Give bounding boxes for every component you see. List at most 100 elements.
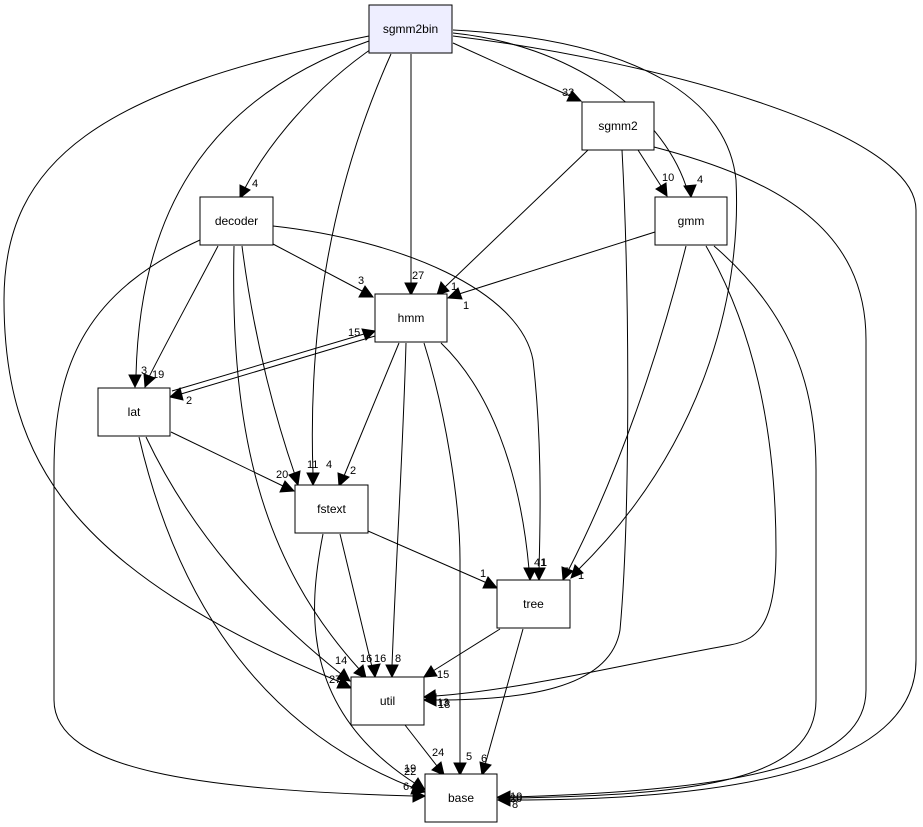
node-util[interactable]: util (350, 676, 425, 726)
edge-label: 19 (404, 763, 416, 775)
edge-sgmm2-base[interactable]: 8 (496, 146, 867, 811)
edge-gmm-util[interactable]: 18 (422, 245, 777, 711)
edge-sgmm2bin-fstext[interactable]: 4 (306, 53, 392, 487)
edge-decoder-util[interactable]: 14 (233, 245, 367, 679)
node-label: decoder (215, 214, 258, 228)
edge-label: 33 (562, 87, 574, 99)
edge-label: 4 (252, 178, 258, 190)
edge-label: 10 (662, 172, 674, 184)
edge-label: 6 (403, 781, 409, 793)
edge-hmm-util[interactable]: 8 (385, 342, 407, 679)
edge-label: 8 (512, 799, 518, 811)
edge-label: 20 (276, 469, 288, 481)
edge-label: 19 (152, 369, 164, 381)
node-label: util (380, 694, 395, 708)
edge-label: 2 (350, 465, 356, 477)
node-label: base (448, 791, 474, 805)
edge-gmm-base[interactable]: 10 (496, 245, 817, 805)
edge-tree-util[interactable]: 15 (423, 628, 501, 681)
edge-util-base[interactable]: 24 (404, 724, 445, 776)
edge-fstext-base[interactable]: 19 (314, 533, 426, 791)
node-box (294, 484, 369, 534)
edge-sgmm2bin-sgmm2[interactable]: 33 (452, 42, 583, 102)
edge-label: 4 (697, 174, 703, 186)
node-box (374, 293, 448, 343)
edge-label: 4 (326, 459, 332, 471)
node-box (199, 196, 274, 246)
edge-label: 5 (563, 566, 569, 578)
edge-label: 27 (412, 270, 424, 282)
edge-label: 24 (432, 747, 444, 759)
edge-label: 20 (510, 793, 522, 805)
node-box (654, 196, 728, 246)
node-box (496, 579, 571, 629)
edge-sgmm2bin-decoder[interactable]: 4 (239, 44, 378, 200)
edge-sgmm2-hmm[interactable]: 1 (436, 149, 589, 296)
edge-label: 1 (480, 568, 486, 580)
edge-decoder-hmm[interactable]: 3 (272, 243, 374, 298)
node-label: tree (523, 597, 544, 611)
edge-fstext-tree[interactable]: 1 (367, 530, 499, 589)
edge-label: 8 (395, 653, 401, 665)
edge-label: 14 (335, 655, 347, 667)
edge-sgmm2bin-base[interactable]: 20 (452, 35, 917, 807)
edge-label: 41 (534, 557, 546, 569)
edge-hmm-base[interactable]: 5 (423, 342, 472, 777)
edge-label: 3 (358, 275, 364, 287)
edge-hmm-tree[interactable]: 41 (440, 342, 546, 582)
edge-sgmm2-gmm[interactable]: 10 (637, 149, 674, 197)
node-label: gmm (678, 214, 705, 228)
edge-label: 15 (437, 669, 449, 681)
edge-label: 1 (463, 300, 469, 312)
node-sgmm2bin[interactable]: sgmm2bin (368, 4, 453, 54)
edge-label: 1 (451, 281, 457, 293)
edge-decoder-fstext[interactable]: 11 (241, 245, 318, 487)
edge-sgmm2bin-hmm[interactable]: 27 (404, 54, 424, 297)
node-tree[interactable]: tree (496, 579, 571, 629)
edge-label: 3 (141, 365, 147, 377)
edge-lat-util[interactable]: 16 (145, 436, 386, 682)
edge-label: 6 (481, 753, 487, 765)
edge-label: 13 (437, 697, 449, 709)
node-box (424, 773, 498, 823)
node-gmm[interactable]: gmm (654, 196, 728, 246)
node-decoder[interactable]: decoder (199, 196, 274, 246)
node-fstext[interactable]: fstext (294, 484, 369, 534)
node-hmm[interactable]: hmm (374, 293, 448, 343)
edge-decoder-tree[interactable]: 1 (272, 225, 547, 582)
node-sgmm2[interactable]: sgmm2 (581, 101, 655, 151)
edge-label: 16 (374, 653, 386, 665)
edge-label: 2 (186, 395, 192, 407)
edge-tree-base[interactable]: 6 (479, 628, 524, 777)
edge-label: 16 (360, 653, 372, 665)
edge-gmm-tree[interactable]: 5 (561, 245, 687, 582)
edge-lat-hmm[interactable]: 15 (171, 327, 377, 392)
edge-lat-fstext[interactable]: 20 (170, 431, 296, 493)
edge-sgmm2bin-lat[interactable]: 3 (128, 40, 370, 389)
edge-sgmm2bin-util[interactable]: 27 (3, 35, 370, 689)
node-label: sgmm2bin (383, 22, 438, 36)
edge-label: 1 (578, 570, 584, 582)
edge-fstext-util[interactable]: 16 (339, 533, 381, 679)
edge-label: 5 (466, 751, 472, 763)
edge-label: 10 (510, 791, 522, 803)
node-label: lat (128, 405, 141, 419)
node-lat[interactable]: lat (97, 387, 171, 437)
edge-hmm-lat[interactable]: 2 (168, 335, 376, 407)
edge-label: 15 (348, 327, 360, 339)
edge-label: 18 (438, 699, 450, 711)
node-box (97, 387, 171, 437)
node-box (368, 4, 453, 54)
edge-decoder-lat[interactable]: 19 (143, 245, 219, 389)
node-box (581, 101, 655, 151)
edge-gmm-hmm[interactable]: 1 (446, 231, 656, 312)
edge-sgmm2bin-gmm[interactable]: 4 (452, 32, 703, 199)
edge-hmm-fstext[interactable]: 2 (337, 342, 400, 488)
node-base[interactable]: base (424, 773, 498, 823)
node-label: fstext (317, 502, 346, 516)
edge-label: 22 (404, 766, 416, 778)
node-box (350, 676, 425, 726)
node-label: hmm (398, 311, 425, 325)
edge-label: 11 (307, 459, 318, 471)
